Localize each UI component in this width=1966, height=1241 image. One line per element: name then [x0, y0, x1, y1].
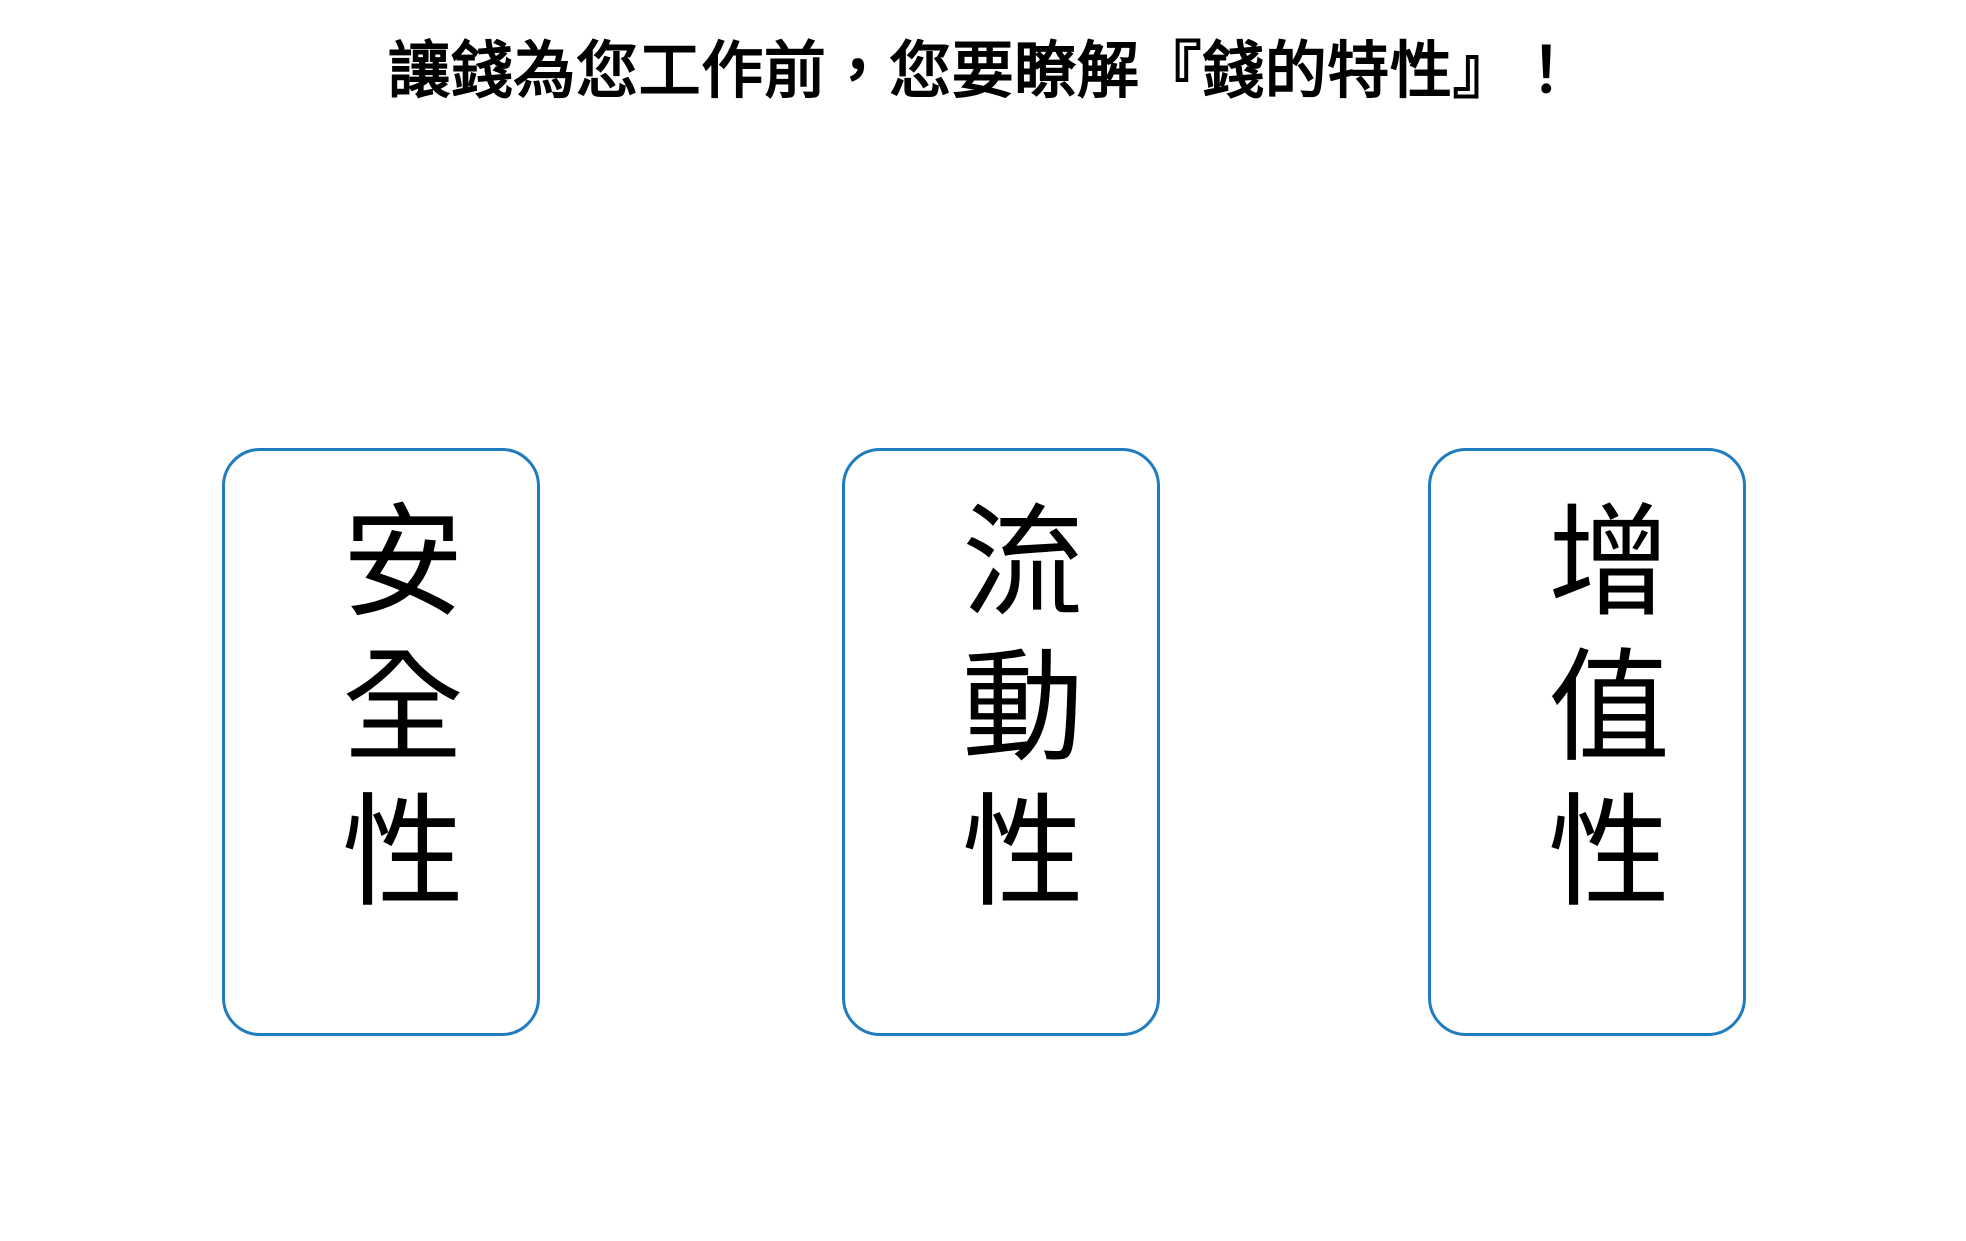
- card-appreciation-char-3: 性: [1548, 782, 1670, 924]
- card-appreciation-label: 增 值 性: [1431, 491, 1743, 926]
- card-appreciation-char-2: 值: [1548, 637, 1670, 779]
- card-liquidity-char-1: 流: [962, 492, 1084, 634]
- card-liquidity-char-3: 性: [962, 782, 1084, 924]
- card-safety-label: 安 全 性: [225, 491, 537, 926]
- page-title: 讓錢為您工作前，您要瞭解『錢的特性』！: [388, 34, 1578, 107]
- card-appreciation[interactable]: 增 值 性: [1428, 448, 1746, 1036]
- card-liquidity-char-2: 動: [962, 637, 1084, 779]
- card-safety-char-2: 全: [342, 637, 464, 779]
- card-appreciation-char-1: 增: [1548, 492, 1670, 634]
- card-safety[interactable]: 安 全 性: [222, 448, 540, 1036]
- card-liquidity-label: 流 動 性: [845, 491, 1157, 926]
- card-safety-char-1: 安: [342, 492, 464, 634]
- money-characteristics-card-row: 安 全 性 流 動 性 增 值 性: [0, 448, 1966, 1040]
- card-safety-char-3: 性: [342, 782, 464, 924]
- card-liquidity[interactable]: 流 動 性: [842, 448, 1160, 1036]
